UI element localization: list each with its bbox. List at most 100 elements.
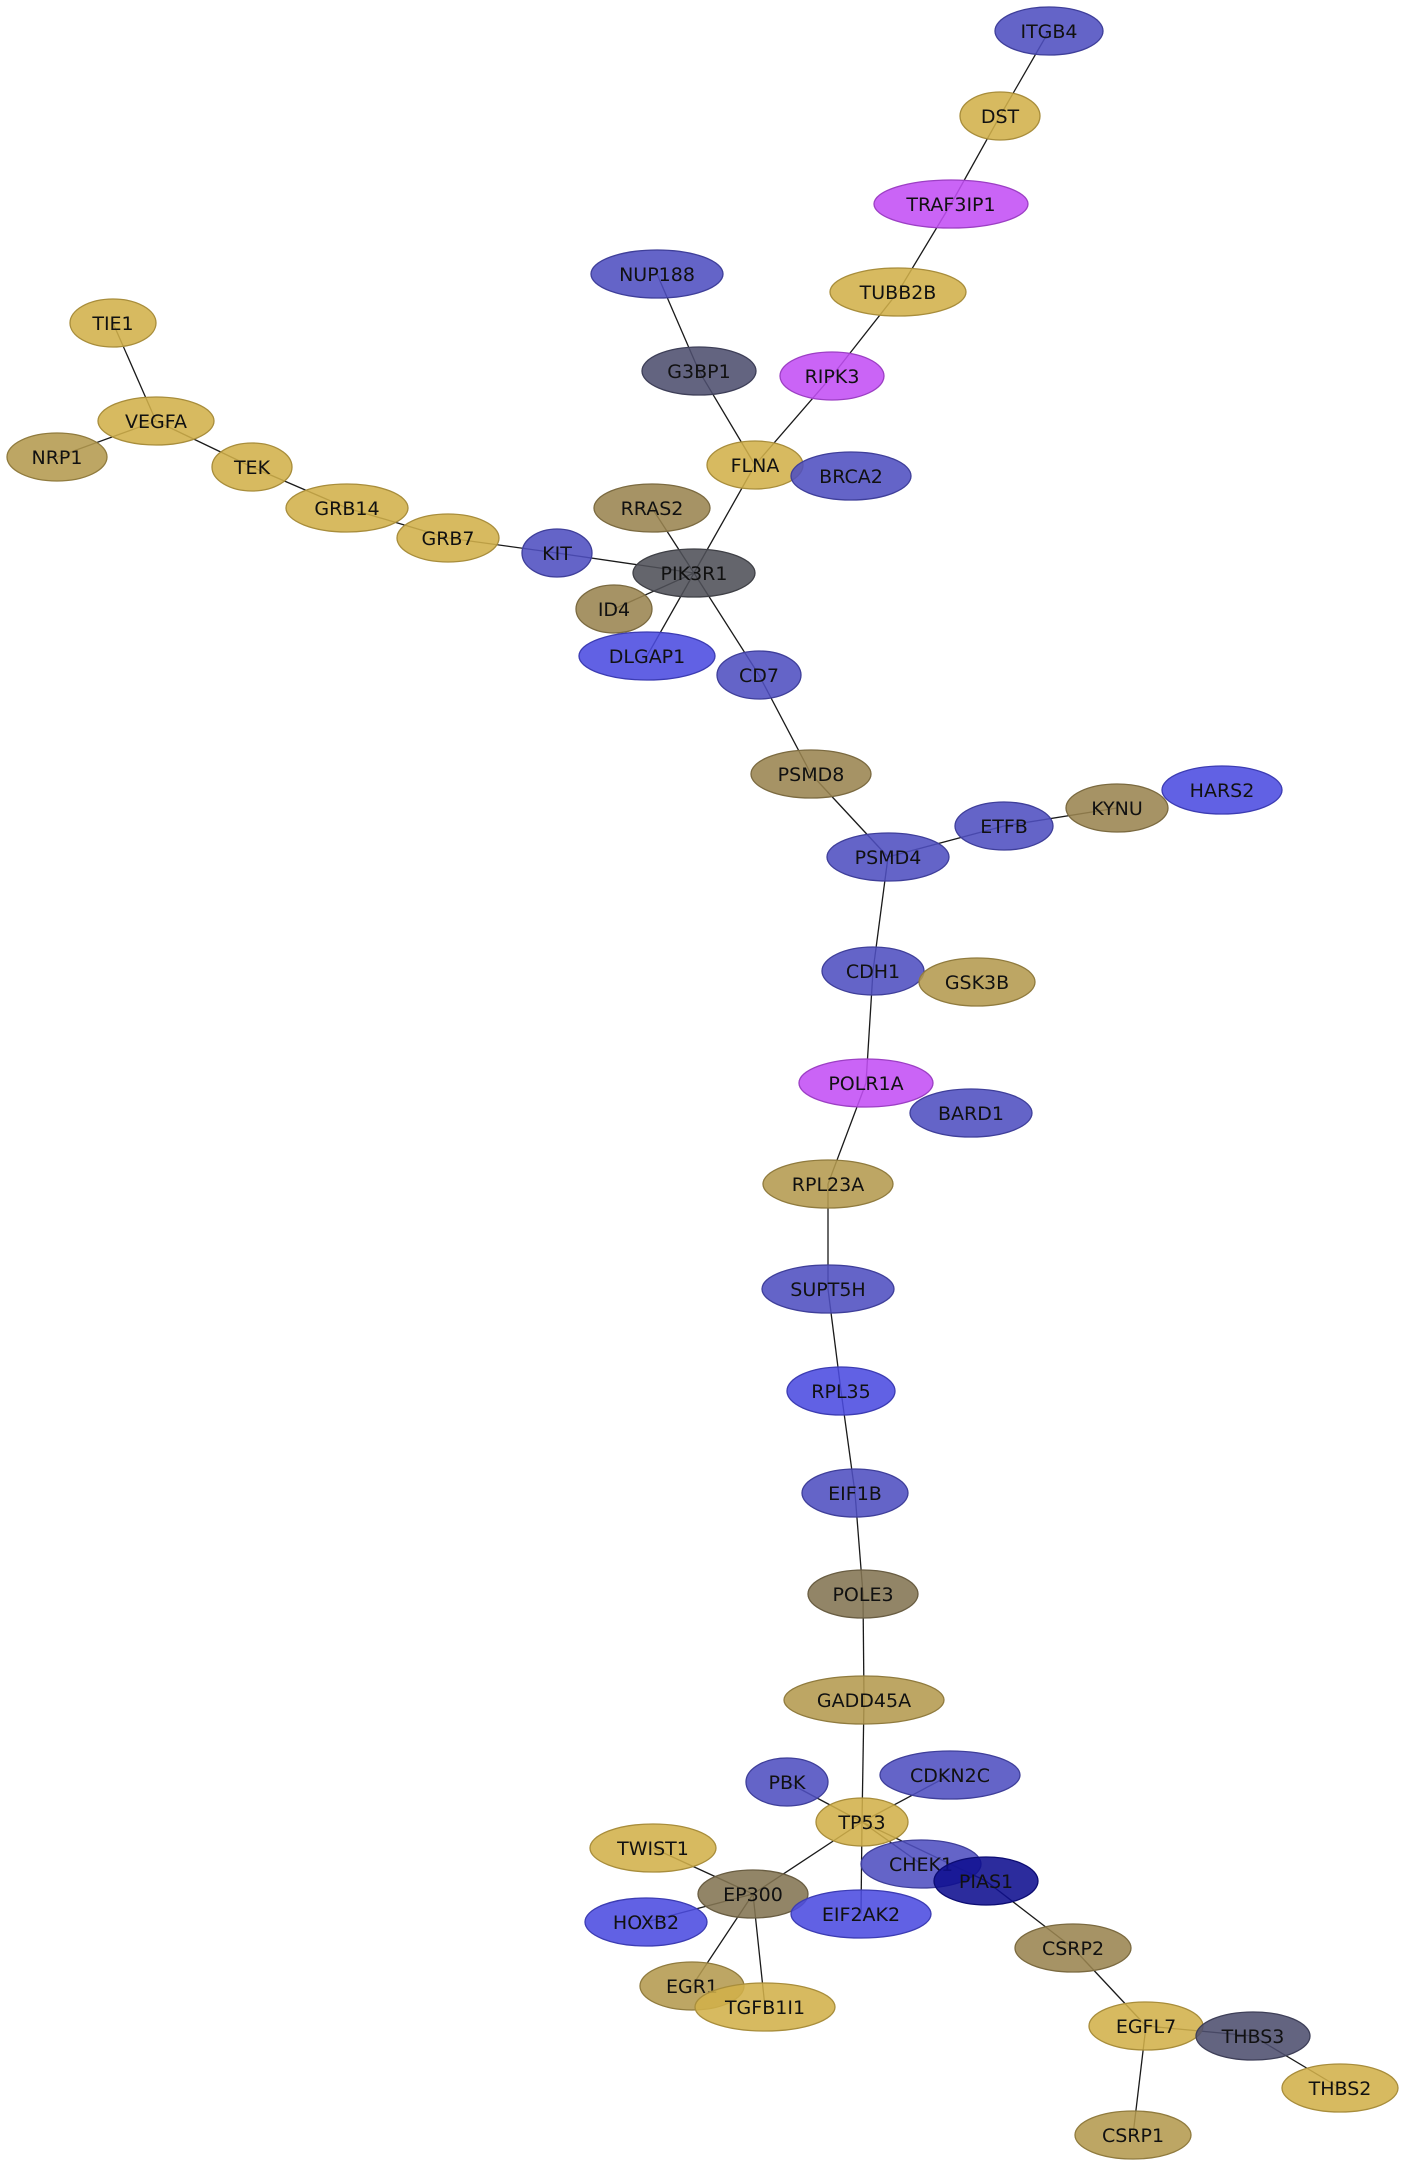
node-psmd8[interactable]: PSMD8	[750, 749, 872, 799]
node-gadd45a[interactable]: GADD45A	[783, 1675, 945, 1725]
node-shape	[783, 1675, 945, 1725]
node-shape	[694, 1982, 836, 2032]
node-shape	[69, 298, 157, 348]
node-tubb2b[interactable]: TUBB2B	[829, 267, 967, 317]
node-label: BARD1	[938, 1103, 1004, 1125]
node-label: TEK	[233, 457, 271, 479]
node-shape	[593, 483, 711, 533]
node-label: GRB7	[421, 528, 474, 550]
node-rpl35[interactable]: RPL35	[786, 1366, 896, 1416]
node-kit[interactable]: KIT	[521, 528, 593, 578]
node-tie1[interactable]: TIE1	[69, 298, 157, 348]
node-grb14[interactable]: GRB14	[285, 483, 409, 533]
node-cdkn2c[interactable]: CDKN2C	[879, 1750, 1021, 1800]
node-egfl7[interactable]: EGFL7	[1088, 2001, 1204, 2051]
node-rras2[interactable]: RRAS2	[593, 483, 711, 533]
node-label: PSMD4	[855, 847, 922, 869]
node-shape	[829, 267, 967, 317]
node-label: EGFL7	[1116, 2016, 1176, 2038]
node-nrp1[interactable]: NRP1	[6, 432, 108, 482]
node-grb7[interactable]: GRB7	[396, 513, 500, 563]
node-label: RPL23A	[792, 1174, 864, 1196]
node-shape	[909, 1088, 1033, 1138]
node-csrp2[interactable]: CSRP2	[1014, 1923, 1132, 1973]
node-kynu[interactable]: KYNU	[1065, 783, 1169, 833]
node-dst[interactable]: DST	[959, 91, 1041, 141]
node-label: TWIST1	[616, 1838, 689, 1860]
node-shape	[589, 1823, 717, 1873]
node-pias1[interactable]: PIAS1	[933, 1856, 1039, 1906]
node-label: GRB14	[314, 498, 379, 520]
node-cdh1[interactable]: CDH1	[821, 946, 925, 996]
node-twist1[interactable]: TWIST1	[589, 1823, 717, 1873]
node-label: ITGB4	[1020, 21, 1077, 43]
node-polr1a[interactable]: POLR1A	[798, 1058, 934, 1108]
node-shape	[790, 1889, 932, 1939]
node-shape	[879, 1750, 1021, 1800]
node-dlgap1[interactable]: DLGAP1	[578, 631, 716, 681]
node-shape	[918, 957, 1036, 1007]
node-thbs3[interactable]: THBS3	[1195, 2011, 1311, 2061]
node-supt5h[interactable]: SUPT5H	[761, 1264, 895, 1314]
node-itgb4[interactable]: ITGB4	[994, 6, 1104, 56]
node-pik3r1[interactable]: PIK3R1	[632, 548, 756, 598]
node-label: POLE3	[832, 1584, 893, 1606]
node-psmd4[interactable]: PSMD4	[826, 832, 950, 882]
node-shape	[1074, 2110, 1192, 2160]
node-shape	[1281, 2063, 1399, 2113]
node-label: PIK3R1	[661, 563, 728, 585]
node-label: DLGAP1	[609, 646, 685, 668]
node-shape	[761, 1264, 895, 1314]
node-label: G3BP1	[667, 361, 730, 383]
node-label: RRAS2	[621, 498, 684, 520]
node-label: RPL35	[811, 1381, 870, 1403]
node-label: PIAS1	[959, 1871, 1013, 1893]
node-hoxb2[interactable]: HOXB2	[584, 1897, 708, 1947]
node-shape	[97, 396, 215, 446]
node-eif1b[interactable]: EIF1B	[801, 1468, 909, 1518]
node-shape	[641, 346, 757, 396]
node-ripk3[interactable]: RIPK3	[779, 351, 885, 401]
node-label: TRAF3IP1	[905, 194, 995, 216]
node-label: CDKN2C	[910, 1765, 990, 1787]
node-cd7[interactable]: CD7	[716, 650, 802, 700]
node-shape	[285, 483, 409, 533]
node-thbs2[interactable]: THBS2	[1281, 2063, 1399, 2113]
node-shape	[807, 1569, 919, 1619]
node-ep300[interactable]: EP300	[697, 1869, 809, 1919]
node-shape	[959, 91, 1041, 141]
node-shape	[1161, 765, 1283, 815]
node-gsk3b[interactable]: GSK3B	[918, 957, 1036, 1007]
node-label: CSRP1	[1102, 2125, 1164, 2147]
node-flna[interactable]: FLNA	[706, 440, 804, 490]
node-shape	[821, 946, 925, 996]
node-g3bp1[interactable]: G3BP1	[641, 346, 757, 396]
node-label: TIE1	[91, 313, 133, 335]
node-label: HARS2	[1190, 780, 1255, 802]
node-label: CD7	[739, 665, 779, 687]
node-hars2[interactable]: HARS2	[1161, 765, 1283, 815]
node-shape	[801, 1468, 909, 1518]
node-etfb[interactable]: ETFB	[954, 801, 1054, 851]
node-shape	[590, 249, 724, 299]
node-tgfb1i1[interactable]: TGFB1I1	[694, 1982, 836, 2032]
node-nup188[interactable]: NUP188	[590, 249, 724, 299]
node-rpl23a[interactable]: RPL23A	[762, 1159, 894, 1209]
node-label: KYNU	[1091, 798, 1143, 820]
node-vegfa[interactable]: VEGFA	[97, 396, 215, 446]
node-bard1[interactable]: BARD1	[909, 1088, 1033, 1138]
node-shape	[575, 584, 653, 634]
node-brca2[interactable]: BRCA2	[790, 451, 912, 501]
node-csrp1[interactable]: CSRP1	[1074, 2110, 1192, 2160]
node-label: CSRP2	[1042, 1938, 1104, 1960]
node-tek[interactable]: TEK	[211, 442, 293, 492]
node-id4[interactable]: ID4	[575, 584, 653, 634]
node-shape	[933, 1856, 1039, 1906]
node-pbk[interactable]: PBK	[745, 1757, 829, 1807]
node-tp53[interactable]: TP53	[815, 1797, 909, 1847]
node-eif2ak2[interactable]: EIF2AK2	[790, 1889, 932, 1939]
node-traf3ip1[interactable]: TRAF3IP1	[873, 179, 1029, 229]
node-shape	[6, 432, 108, 482]
node-pole3[interactable]: POLE3	[807, 1569, 919, 1619]
